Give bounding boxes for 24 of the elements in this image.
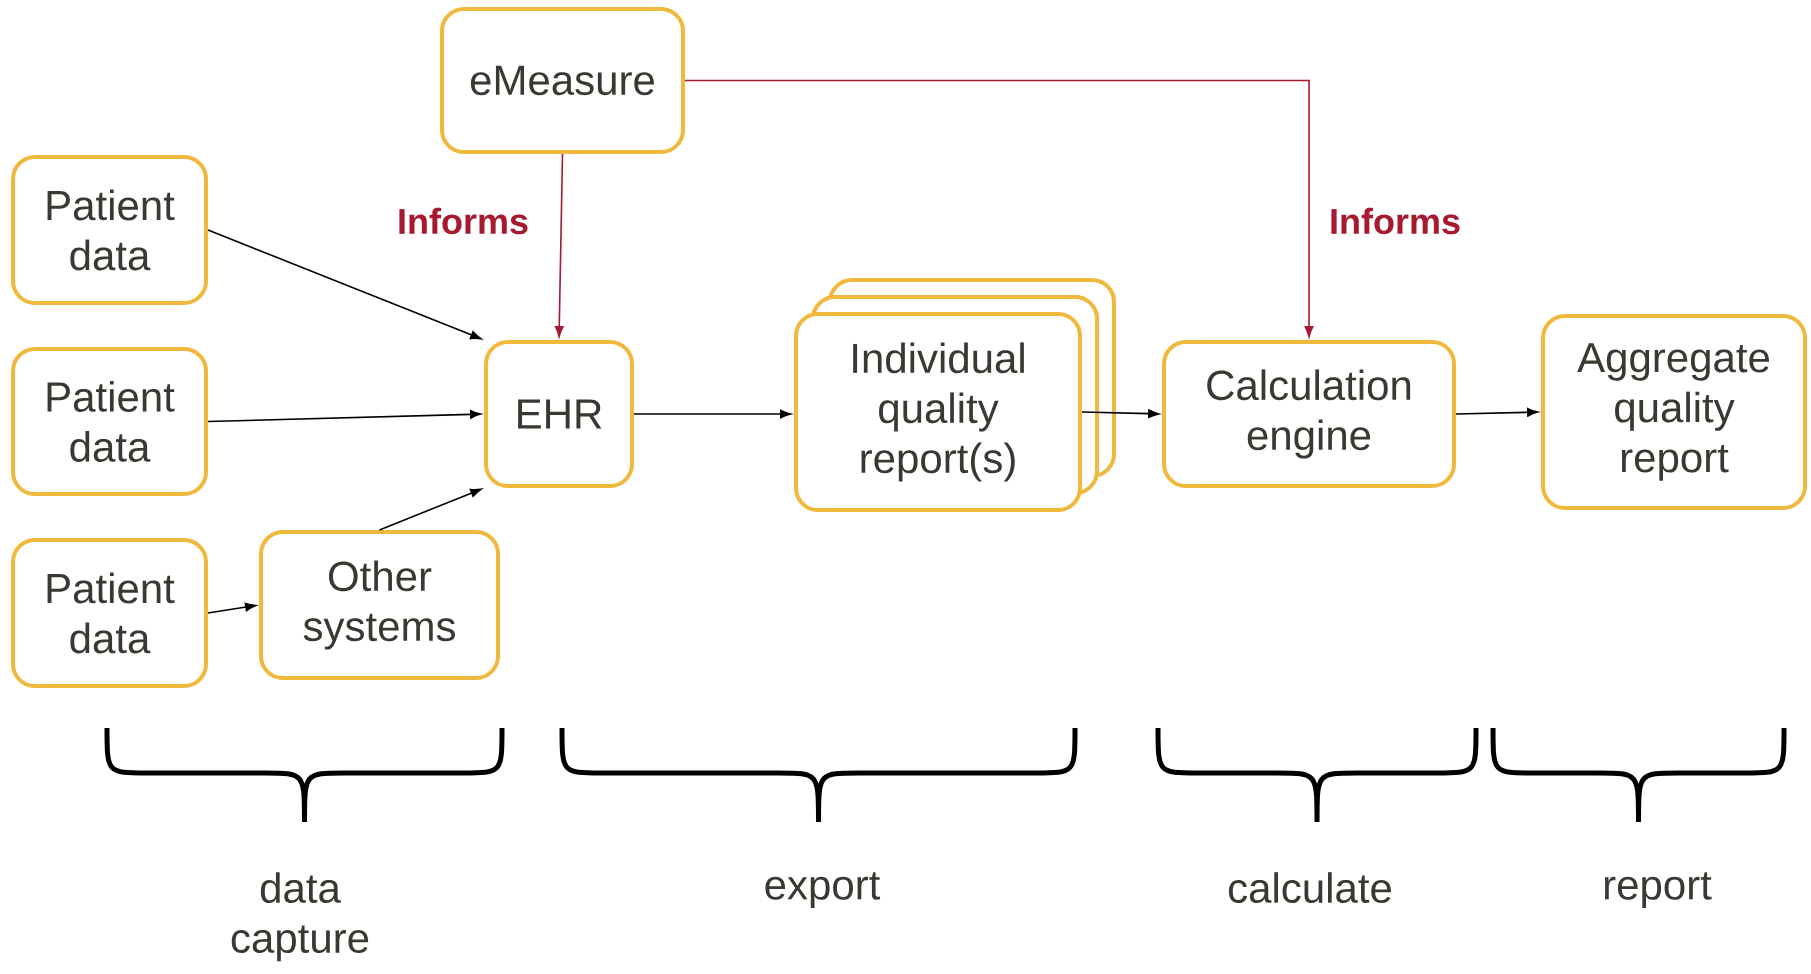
stage-label: data capture: [231, 872, 369, 962]
process-box: Calculation engine: [1162, 340, 1456, 488]
arrow: [633, 409, 792, 419]
stage-label: calculate: [1228, 872, 1391, 904]
process-box: Patient data: [11, 155, 208, 305]
process-box: Patient data: [11, 538, 208, 688]
arrow: [378, 488, 482, 531]
arrow: [207, 229, 482, 340]
process-box: EHR: [484, 340, 634, 488]
stage-label: export: [765, 872, 881, 909]
arrow: [207, 602, 257, 614]
process-box: eMeasure: [440, 7, 685, 154]
stage-label: report: [1604, 872, 1712, 909]
process-box: Individual quality report(s): [794, 312, 1082, 512]
edge-label: Informs: [1327, 205, 1464, 237]
edge-label: Informs: [395, 205, 531, 237]
arrow: [1081, 409, 1160, 419]
arrow: [684, 79, 1314, 338]
arrow: [207, 409, 482, 423]
arrow: [1455, 407, 1539, 417]
arrow: [554, 153, 564, 338]
process-box: Patient data: [11, 347, 208, 496]
process-box: Other systems: [259, 530, 500, 680]
process-box: Aggregate quality report: [1541, 314, 1808, 510]
